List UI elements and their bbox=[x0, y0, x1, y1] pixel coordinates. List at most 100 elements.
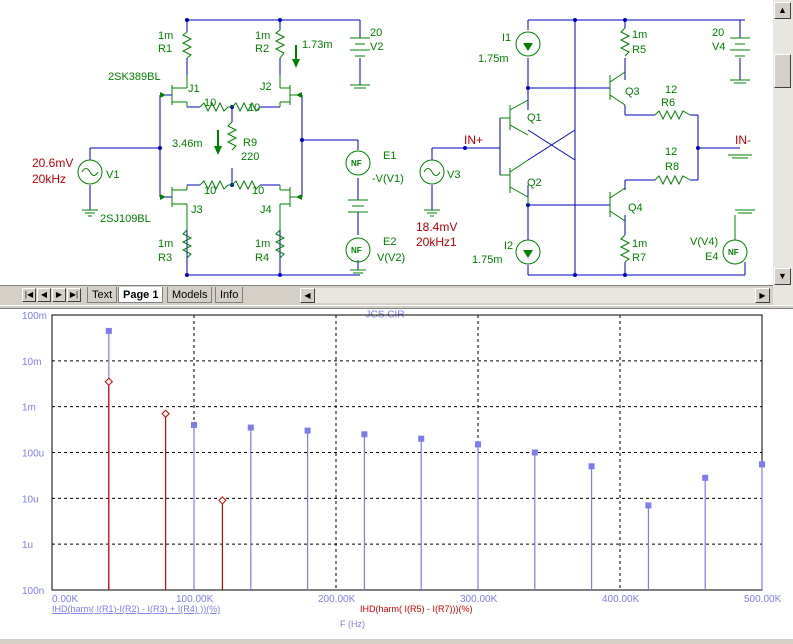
r9-value: 220 bbox=[241, 151, 259, 163]
data-point-square bbox=[247, 424, 254, 431]
y-tick-label: 10u bbox=[22, 494, 39, 505]
y-tick-label: 1u bbox=[22, 540, 33, 551]
data-point-square bbox=[588, 463, 595, 470]
scroll-right-icon[interactable]: ▶ bbox=[755, 288, 770, 303]
r6-label: R6 bbox=[661, 97, 675, 109]
series-red-label: IHD(harm( I(R5) - I(R7)))(%) bbox=[360, 604, 473, 614]
v3-frequency: 20kHz1 bbox=[416, 235, 457, 249]
r3-value: 1m bbox=[158, 238, 173, 250]
e4-nf: NF bbox=[728, 248, 739, 257]
y-tick-label: 10m bbox=[22, 357, 41, 368]
x-tick-labels: 0.00K 100.00K 200.00K 300.00K 400.00K 500.00K bbox=[52, 594, 782, 605]
data-point-square bbox=[191, 421, 197, 428]
current-arrows bbox=[217, 45, 297, 148]
r4-value: 1m bbox=[255, 238, 270, 250]
tab-info[interactable]: Info bbox=[215, 287, 244, 303]
v1-amplitude: 20.6mV bbox=[32, 156, 73, 170]
q2-label: Q2 bbox=[527, 177, 542, 189]
e4-label: E4 bbox=[705, 251, 718, 263]
x-axis-label: F (Hz) bbox=[340, 619, 365, 629]
r8-label: R8 bbox=[665, 161, 679, 173]
e1-nf: NF bbox=[351, 159, 362, 168]
y-tick-label: 100m bbox=[22, 311, 47, 322]
data-point-diamond bbox=[161, 409, 170, 418]
j1-label: J1 bbox=[188, 83, 200, 95]
r3-label: R3 bbox=[158, 252, 172, 264]
schematic-red-labels: 20.6mV 20kHz 18.4mV 20kHz1 IN+ IN- bbox=[32, 133, 751, 249]
x-tick-label: 500.00K bbox=[744, 594, 782, 605]
schematic-components bbox=[77, 27, 755, 274]
scroll-down-icon[interactable]: ▼ bbox=[774, 268, 791, 285]
j2-label: J2 bbox=[260, 81, 272, 93]
schematic-wires bbox=[89, 19, 746, 276]
y-tick-label: 1m bbox=[22, 403, 36, 414]
series-stems bbox=[104, 327, 765, 590]
data-point-square bbox=[105, 327, 112, 334]
data-point-square bbox=[531, 449, 538, 456]
prev-page-icon[interactable]: ◀ bbox=[37, 288, 51, 302]
arrow-heads bbox=[160, 43, 533, 258]
schematic-labels: 1m R1 1m R2 1.73m 2SK389BL J1 J2 10 10 3… bbox=[100, 27, 725, 266]
e2-label: E2 bbox=[383, 236, 396, 248]
data-point-square bbox=[702, 474, 709, 481]
schematic-canvas[interactable]: 1m R1 1m R2 1.73m 2SK389BL J1 J2 10 10 3… bbox=[0, 0, 773, 285]
data-point-square bbox=[418, 435, 425, 442]
data-point-diamond bbox=[104, 377, 114, 386]
data-point-diamond bbox=[218, 496, 227, 505]
r1-value: 1m bbox=[158, 30, 173, 42]
j3-label: J3 bbox=[191, 204, 203, 216]
x-tick-label: 300.00K bbox=[460, 594, 498, 605]
y-tick-label: 100u bbox=[22, 449, 44, 460]
r2-value: 1m bbox=[255, 30, 270, 42]
in-minus-label: IN- bbox=[735, 133, 751, 147]
x-tick-label: 0.00K bbox=[52, 594, 78, 605]
schematic-vertical-scrollbar[interactable]: ▲ ▼ bbox=[773, 0, 793, 305]
pane-splitter[interactable] bbox=[0, 305, 793, 309]
tab-page-1[interactable]: Page 1 bbox=[118, 287, 164, 303]
e1-label: E1 bbox=[383, 150, 396, 162]
e4-expr: V(V4) bbox=[690, 236, 718, 248]
x-tick-label: 100.00K bbox=[176, 594, 214, 605]
nf-labels: NF NF NF bbox=[351, 159, 739, 257]
series-blue-label: IHD(harm( I(R1)-I(R2) - I(R3) + I(R4) ))… bbox=[52, 604, 220, 614]
jfet-p-type: 2SJ109BL bbox=[100, 213, 151, 225]
v1-frequency: 20kHz bbox=[32, 172, 66, 186]
r2-label: R2 bbox=[255, 43, 269, 55]
x-tick-label: 200.00K bbox=[318, 594, 356, 605]
r1-label: R1 bbox=[158, 43, 172, 55]
next-page-icon[interactable]: ▶ bbox=[52, 288, 66, 302]
y-tick-labels: 100m 10m 1m 100u 10u 1u 100n bbox=[22, 311, 47, 597]
scroll-left-icon[interactable]: ◀ bbox=[300, 288, 315, 303]
data-point-square bbox=[304, 427, 311, 434]
data-point-square bbox=[361, 431, 368, 438]
i2-value: 1.75m bbox=[472, 254, 503, 266]
first-page-icon[interactable]: |◀ bbox=[22, 288, 36, 302]
scroll-thumb[interactable] bbox=[774, 54, 791, 88]
i1-label: I1 bbox=[502, 32, 511, 44]
r7-value: 1m bbox=[632, 238, 647, 250]
data-point-square bbox=[645, 502, 652, 509]
v4-label: V4 bbox=[712, 41, 725, 53]
v2-label: V2 bbox=[370, 41, 383, 53]
src-res-d: 10 bbox=[252, 185, 264, 197]
q3-label: Q3 bbox=[625, 86, 640, 98]
i1-value: 1.75m bbox=[478, 53, 509, 65]
tab-text[interactable]: Text bbox=[87, 287, 118, 303]
v1-label: V1 bbox=[106, 169, 119, 181]
last-page-icon[interactable]: ▶| bbox=[67, 288, 81, 302]
v4-value: 20 bbox=[712, 27, 724, 39]
r2-current: 1.73m bbox=[302, 39, 333, 51]
schematic-horizontal-scrollbar[interactable]: ◀ ▶ bbox=[300, 288, 770, 303]
scroll-up-icon[interactable]: ▲ bbox=[774, 2, 791, 19]
e1-expr: -V(V1) bbox=[372, 173, 404, 185]
q1-label: Q1 bbox=[527, 112, 542, 124]
x-tick-label: 400.00K bbox=[602, 594, 640, 605]
src-res-a: 10 bbox=[204, 97, 216, 109]
tab-models[interactable]: Models bbox=[167, 287, 213, 303]
data-point-square bbox=[475, 441, 481, 448]
y-tick-label: 100n bbox=[22, 586, 44, 597]
plot-grid bbox=[51, 314, 763, 591]
jfet-n-type: 2SK389BL bbox=[108, 71, 161, 83]
